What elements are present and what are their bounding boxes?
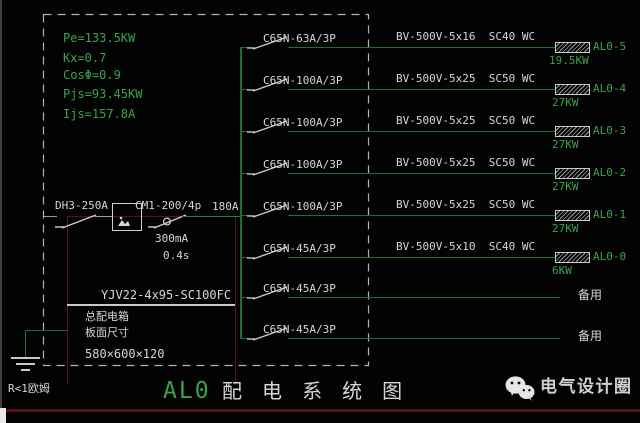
- ground-resistance-label: R<1欧姆: [8, 382, 50, 395]
- cabinet-body-right-line: [235, 216, 236, 385]
- watermark-text: 电气设计圈: [540, 377, 633, 397]
- branch-breaker-symbol: [247, 78, 288, 92]
- ground-line-v: [25, 330, 26, 357]
- wechat-icon: [505, 376, 535, 401]
- spare-label: 备用: [578, 329, 603, 343]
- circuit-id-label: AL0-5: [593, 40, 627, 53]
- branch-breaker-symbol: [247, 162, 288, 176]
- load-box-icon: [555, 126, 590, 137]
- incoming-cable-label: YJV22-4x95-SC100FC: [101, 288, 232, 302]
- branch-breaker-label: C65N-45A/3P: [263, 242, 336, 255]
- cabinet-body-left-line: [67, 216, 68, 385]
- branch-cable-label: BV-500V-5x25 SC50 WC: [396, 198, 536, 211]
- circuit-power-label: 19.5KW: [549, 54, 589, 67]
- title-underline: [0, 409, 640, 412]
- isolator-switch-symbol: [55, 214, 97, 229]
- circuit-id-label: AL0-4: [593, 82, 627, 95]
- main-breaker-symbol: [148, 214, 187, 229]
- branch-breaker-symbol: [247, 286, 288, 300]
- branch-breaker-label: C65N-63A/3P: [263, 32, 336, 45]
- diagram-title-text: 配 电 系 统 图: [222, 379, 407, 403]
- param-ijs: Ijs=157.8A: [63, 107, 136, 121]
- circuit-id-label: AL0-2: [593, 166, 627, 179]
- isolator-label: DH3-250A: [55, 199, 108, 212]
- diagram-title-code: AL0: [163, 378, 211, 404]
- branch-breaker-label: C65N-100A/3P: [263, 74, 343, 87]
- branch-breaker-label: C65N-45A/3P: [263, 323, 336, 336]
- rct-box: [112, 203, 142, 231]
- load-box-icon: [555, 252, 590, 263]
- branch-breaker-label: C65N-100A/3P: [263, 116, 343, 129]
- trip-delay-label: 0.4s: [163, 249, 190, 262]
- branch-cable-label: BV-500V-5x25 SC50 WC: [396, 114, 536, 127]
- incoming-line-mid: [95, 216, 113, 217]
- frame-corner-mark: [0, 408, 6, 423]
- ground-line-h: [25, 330, 68, 331]
- circuit-power-label: 27KW: [552, 180, 579, 193]
- load-box-icon: [555, 210, 590, 221]
- branch-breaker-label: C65N-100A/3P: [263, 200, 343, 213]
- residual-current-label: 300mA: [155, 232, 189, 245]
- incoming-line-left: [43, 216, 57, 217]
- circuit-power-label: 27KW: [552, 96, 579, 109]
- incoming-line-right: [182, 216, 240, 217]
- branch-cable-label: BV-500V-5x16 SC40 WC: [396, 30, 536, 43]
- circuit-power-label: 27KW: [552, 222, 579, 235]
- circuit-power-label: 27KW: [552, 138, 579, 151]
- circuit-id-label: AL0-0: [593, 250, 627, 263]
- cabinet-size-value: 580×600×120: [85, 347, 165, 361]
- rating-label: 180A: [212, 200, 239, 213]
- circuit-id-label: AL0-3: [593, 124, 627, 137]
- frame-edge-left: [0, 0, 2, 423]
- circuit-id-label: AL0-1: [593, 208, 627, 221]
- branch-breaker-symbol: [247, 246, 288, 260]
- main-bus: [240, 47, 242, 339]
- branch-breaker-label: C65N-45A/3P: [263, 282, 336, 295]
- branch-cable-label: BV-500V-5x10 SC40 WC: [396, 240, 536, 253]
- branch-cable-label: BV-500V-5x25 SC50 WC: [396, 156, 536, 169]
- branch-breaker-symbol: [247, 36, 288, 50]
- param-pjs: Pjs=93.45KW: [63, 87, 143, 101]
- branch-breaker-symbol: [247, 327, 288, 341]
- cabinet-name-label: 总配电箱: [85, 310, 129, 323]
- main-breaker-label: CM1-200/4p: [135, 199, 202, 212]
- cable-underline: [67, 304, 235, 306]
- param-pe: Pe=133.5KW: [63, 31, 136, 45]
- branch-cable-label: BV-500V-5x25 SC50 WC: [396, 72, 536, 85]
- circuit-power-label: 6KW: [552, 264, 572, 277]
- spare-label: 备用: [578, 288, 603, 302]
- cabinet-panel-label: 板面尺寸: [85, 326, 129, 339]
- load-box-icon: [555, 84, 590, 95]
- load-box-icon: [555, 42, 590, 53]
- load-box-icon: [555, 168, 590, 179]
- param-cos: CosΦ=0.9: [63, 68, 121, 82]
- rct-glyph-icon: [118, 216, 130, 226]
- cabinet-body-top-line: [67, 216, 235, 217]
- param-kx: Kx=0.7: [63, 51, 107, 65]
- branch-breaker-symbol: [247, 120, 288, 134]
- branch-breaker-symbol: [247, 204, 288, 218]
- branch-breaker-label: C65N-100A/3P: [263, 158, 343, 171]
